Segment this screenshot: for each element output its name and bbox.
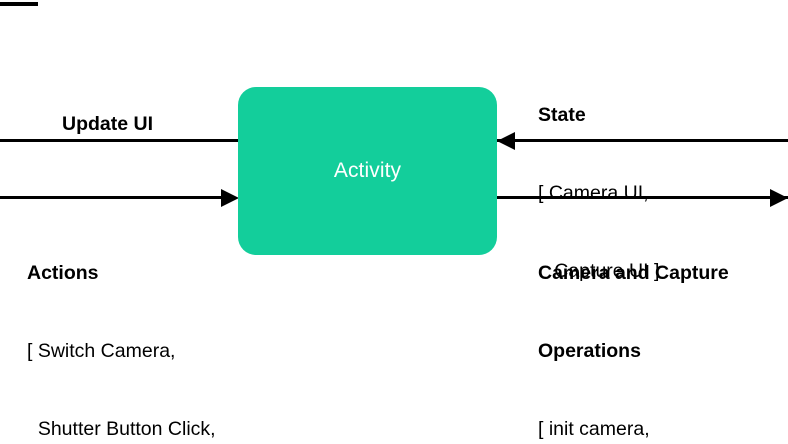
corner-tick-mark [0,2,38,6]
flow-label-actions: Actions [ Switch Camera, Shutter Button … [27,208,263,444]
flow-line-actions [0,196,230,199]
flow-line-camera-operations [488,196,788,199]
camera-operations-item: [ init camera, [538,418,650,440]
activity-node-label: Activity [333,159,402,182]
state-heading: State [538,104,586,126]
actions-item: [ Switch Camera, [27,340,176,362]
camera-operations-heading-line1: Camera and Capture [538,262,729,284]
arrowhead-state-into-activity [497,132,515,150]
actions-heading: Actions [27,262,99,284]
state-item: Capture UI ] [538,260,660,282]
flow-line-state [488,139,788,142]
state-item: [ Camera UI, [538,182,649,204]
camera-operations-heading-line2: Operations [538,340,641,362]
flow-label-camera-operations: Camera and Capture Operations [ init cam… [538,208,729,444]
flow-label-update-ui: Update UI [62,113,154,135]
arrowhead-actions-into-activity [221,189,239,207]
activity-node: Activity [238,87,497,255]
flow-line-update-ui [0,139,248,142]
arrowhead-camera-operations-out [770,189,788,207]
actions-item: Shutter Button Click, [27,418,216,440]
